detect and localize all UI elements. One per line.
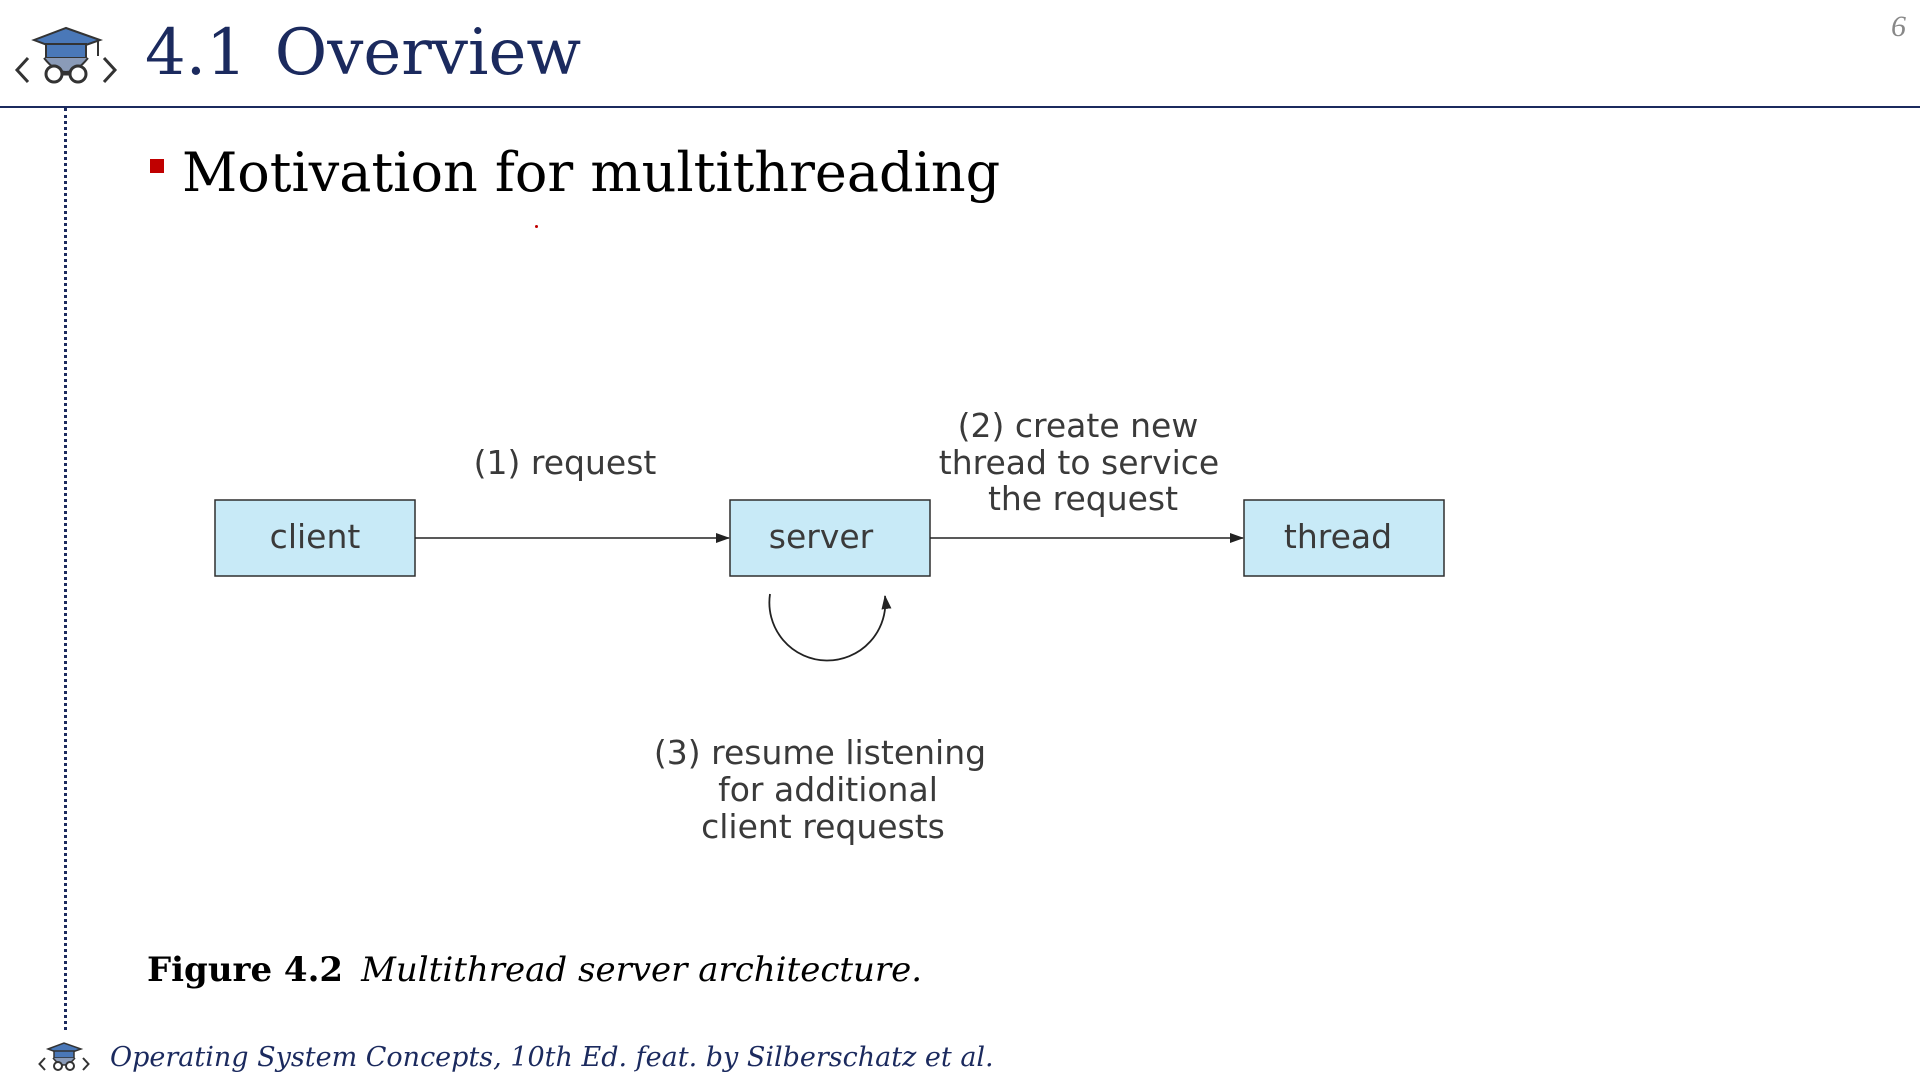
page-number: 6: [1891, 10, 1906, 43]
thread-node: thread: [1243, 499, 1445, 577]
server-label: server: [769, 517, 874, 556]
create-label-line1: (2) create new: [958, 406, 1199, 445]
create-label-line3: the request: [988, 479, 1178, 518]
create-label-line2: thread to service: [939, 443, 1219, 482]
coding-student-logo-icon: [38, 1042, 90, 1071]
coding-student-logo-icon: [14, 26, 118, 84]
client-node: client: [214, 499, 416, 577]
request-label: (1) request: [474, 443, 657, 482]
resume-label-line1: (3) resume listening: [654, 733, 986, 772]
left-dotted-rule: [64, 108, 67, 1030]
resume-label-line2: for additional: [718, 770, 938, 809]
thread-label: thread: [1284, 517, 1392, 556]
resume-label-line3: client requests: [701, 807, 945, 846]
section-title: Overview: [274, 16, 582, 90]
bullet-square-icon: [150, 159, 164, 173]
figure-text: Multithread server architecture.: [361, 950, 923, 990]
server-node: server: [729, 499, 931, 577]
resume-loop-arrow: [768, 593, 892, 662]
figure-caption: Figure 4.2 Multithread server architectur…: [147, 940, 922, 1000]
bullet-text: Motivation for multithreading: [182, 141, 1001, 204]
footer-citation: Operating System Concepts, 10th Ed. feat…: [110, 1042, 994, 1073]
slide-title: 4.1 Overview: [145, 8, 581, 98]
section-number: 4.1: [145, 16, 247, 90]
bullet-item: Motivation for multithreading: [150, 138, 1000, 208]
figure-label: Figure 4.2: [147, 950, 344, 990]
header-divider: [0, 106, 1920, 108]
client-label: client: [270, 517, 361, 556]
red-dot-mark: [535, 225, 538, 228]
